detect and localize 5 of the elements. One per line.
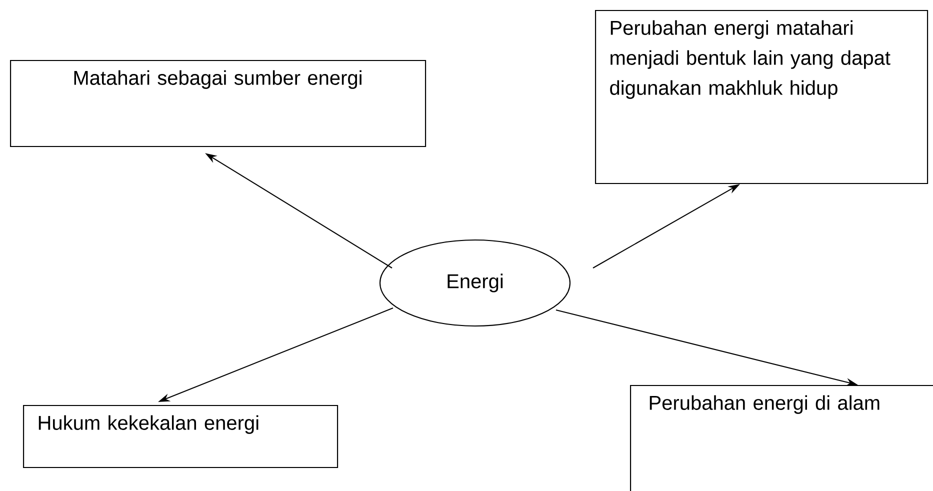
text-box: Perubahan energi matahari menjadi bentuk lain yang dapat digunakan makhluk hidup: [595, 10, 928, 184]
text-box: Hukum kekekalan energi: [23, 404, 338, 468]
text-box: Perubahan energi di alam: [630, 385, 933, 491]
ellipse-node: Energi: [379, 239, 571, 327]
text-box: Matahari sebagai sumber energi: [10, 60, 426, 148]
